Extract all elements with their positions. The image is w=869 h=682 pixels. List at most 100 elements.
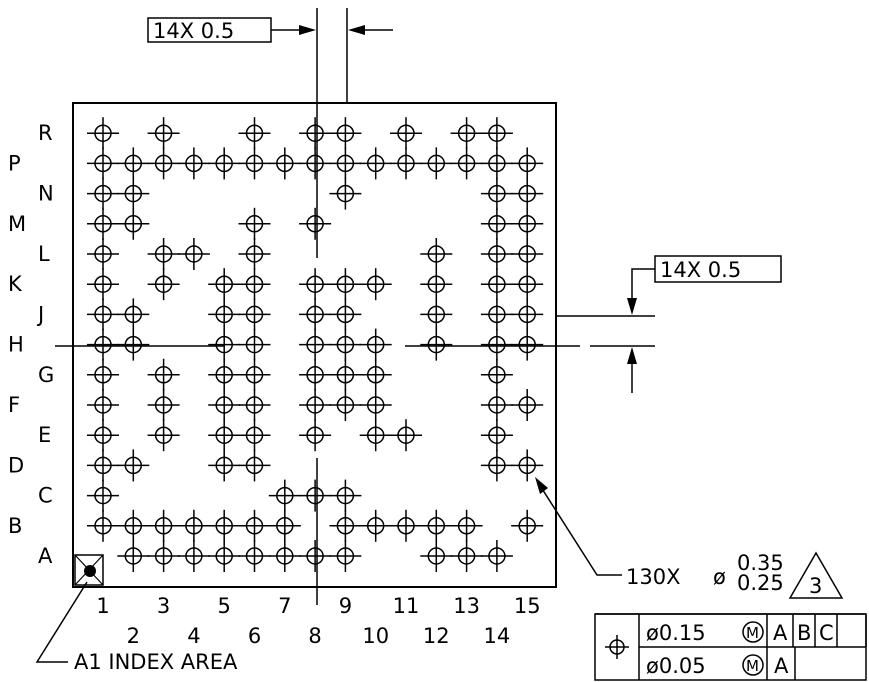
column-label-12: 12 <box>423 624 450 648</box>
row-label-N: N <box>38 182 54 206</box>
ball-B7 <box>268 509 301 542</box>
ball-K12 <box>420 268 453 301</box>
ball-R6 <box>238 117 271 150</box>
ball-H10 <box>359 328 392 361</box>
ball-E11 <box>390 419 422 452</box>
ball-R1 <box>87 117 119 150</box>
ball-P5 <box>208 147 241 180</box>
column-label-8: 8 <box>308 624 321 648</box>
ball-D2 <box>117 449 150 482</box>
ball-R9 <box>329 117 362 150</box>
ball-L14 <box>480 238 513 270</box>
ball-L3 <box>147 238 180 270</box>
ball-P10 <box>359 147 392 180</box>
row-label-J: J <box>36 302 44 326</box>
ball-R3 <box>147 117 180 150</box>
ball-D6 <box>238 449 271 482</box>
ball-D1 <box>87 449 119 482</box>
ball-E1 <box>87 419 119 452</box>
ball-J2 <box>117 298 150 331</box>
ball-M14 <box>480 207 513 240</box>
ball-P2 <box>117 147 150 180</box>
pitch-y-arrow-bottom <box>627 347 637 364</box>
ball-dia-arrow <box>535 477 548 494</box>
ball-A2 <box>117 540 150 572</box>
ball-P14 <box>480 147 513 180</box>
row-label-P: P <box>8 151 21 175</box>
ball-D15 <box>511 449 544 482</box>
pitch-x-label: 14X 0.5 <box>153 19 234 43</box>
ball-N1 <box>87 177 119 210</box>
column-label-7: 7 <box>278 594 291 618</box>
ball-N2 <box>117 177 150 210</box>
row-label-M: M <box>8 212 26 236</box>
feature-control-frame: ø0.15 M A B C ø0.05 M A <box>594 613 867 681</box>
ball-B6 <box>238 509 271 542</box>
ball-C7 <box>268 479 301 512</box>
ball-P3 <box>147 147 180 180</box>
ball-L4 <box>177 238 210 270</box>
row-label-G: G <box>38 363 54 387</box>
ball-E8 <box>299 419 332 452</box>
ball-M6 <box>238 207 271 240</box>
ball-H2 <box>117 328 150 361</box>
ball-L12 <box>420 238 453 270</box>
ball-G1 <box>87 358 119 391</box>
ball-F14 <box>480 389 513 421</box>
ball-L15 <box>511 238 544 270</box>
ball-P11 <box>390 147 422 180</box>
column-label-3: 3 <box>157 594 170 618</box>
ball-H5 <box>208 328 241 361</box>
ball-P6 <box>238 147 271 180</box>
column-label-2: 2 <box>127 624 140 648</box>
ball-D14 <box>480 449 513 482</box>
fcf-row1-datum-a: A <box>773 621 788 645</box>
ball-J12 <box>420 298 453 331</box>
a1-index-label: A1 INDEX AREA <box>74 650 238 674</box>
ball-C9 <box>329 479 362 512</box>
ball-M15 <box>511 207 544 240</box>
ball-R13 <box>450 117 483 150</box>
ball-K5 <box>208 268 241 301</box>
ball-R8 <box>299 117 332 150</box>
fcf-row2-mmc-icon <box>742 654 764 676</box>
ball-C1 <box>87 479 119 512</box>
ball-M8 <box>299 207 332 240</box>
ball-K6 <box>238 268 271 301</box>
position-tolerance-icon <box>605 635 629 659</box>
ball-D5 <box>208 449 241 482</box>
ball-G14 <box>480 358 513 391</box>
ball-P13 <box>450 147 483 180</box>
ball-K9 <box>329 268 362 301</box>
ball-E3 <box>147 419 180 452</box>
ball-P15 <box>511 147 544 180</box>
ball-N15 <box>511 177 544 210</box>
ball-P9 <box>329 147 362 180</box>
note-ref-number: 3 <box>809 574 822 598</box>
ball-H15 <box>511 328 544 361</box>
ball-M2 <box>117 207 150 240</box>
ball-dia-symbol: ø <box>713 565 726 589</box>
a1-index-marker <box>74 554 104 586</box>
ball-A7 <box>268 540 301 572</box>
ball-A6 <box>238 540 271 572</box>
ball-A12 <box>420 540 453 572</box>
ball-H1 <box>87 328 119 361</box>
ball-count-label: 130X <box>626 565 680 589</box>
ball-B1 <box>87 509 119 542</box>
note-ref-triangle <box>788 551 844 599</box>
pitch-x-arrow-right <box>348 25 365 35</box>
ball-B10 <box>359 509 392 542</box>
row-label-K: K <box>8 272 23 296</box>
ball-A4 <box>177 540 210 572</box>
ball-P4 <box>177 147 210 180</box>
column-label-11: 11 <box>393 594 420 618</box>
ball-L6 <box>238 238 271 270</box>
ball-B3 <box>147 509 180 542</box>
row-label-L: L <box>38 242 50 266</box>
ball-R11 <box>390 117 422 150</box>
ball-F15 <box>511 389 544 421</box>
ball-N9 <box>329 177 362 210</box>
